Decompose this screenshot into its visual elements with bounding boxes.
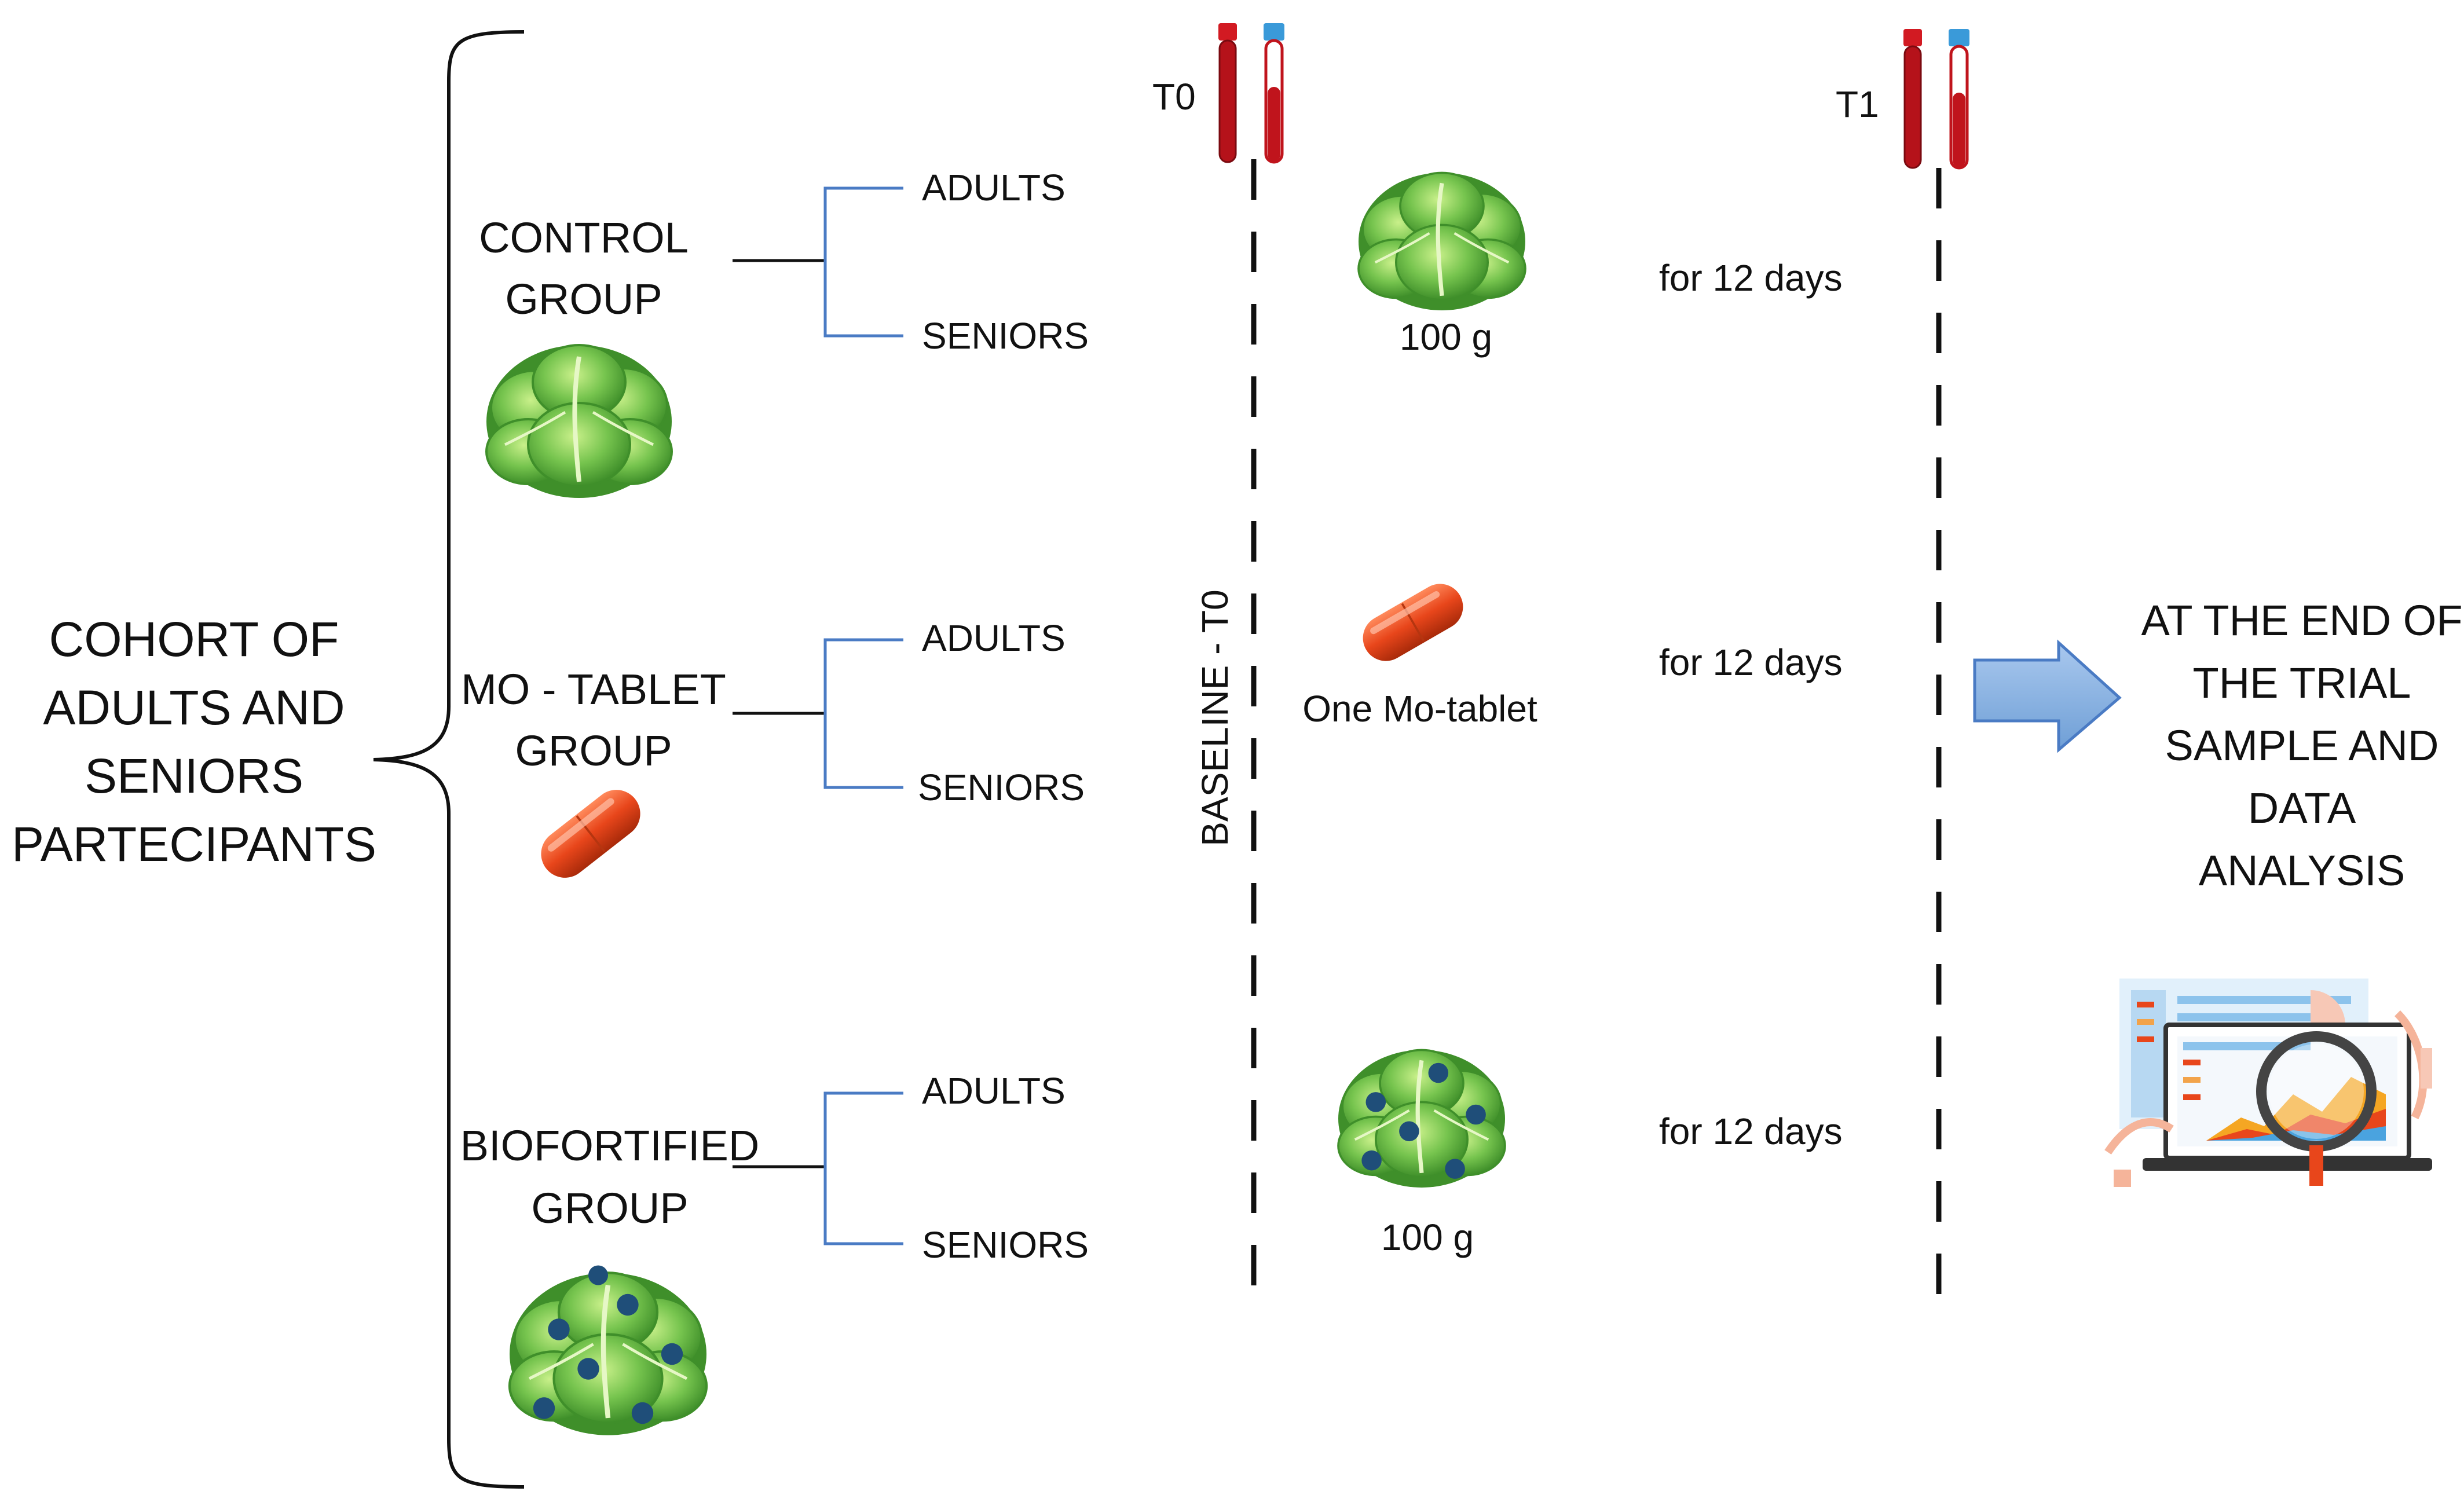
data-analysis-icon <box>2104 979 2432 1187</box>
lettuce-icon <box>486 345 672 498</box>
duration-biofortified: for 12 days <box>1659 1111 1843 1152</box>
group-title-mo-line-1: MO - TABLET <box>461 665 726 713</box>
branch-bio-seniors: SENIORS <box>922 1224 1089 1266</box>
duration-control: for 12 days <box>1659 257 1843 299</box>
branch-bio <box>823 1091 903 1245</box>
group-title-bio-line-1: BIOFORTIFIED <box>460 1122 760 1170</box>
branch-mo-seniors: SENIORS <box>918 767 1085 808</box>
biofortified-lettuce-icon <box>510 1265 706 1435</box>
duration-mo-tablet: for 12 days <box>1659 642 1843 683</box>
blood-tubes-t1 <box>1902 29 1969 168</box>
arrow-icon <box>1973 639 2122 753</box>
cohort-brace <box>373 30 525 1489</box>
group-title-control: CONTROL GROUP <box>479 207 689 330</box>
baseline-label: BASELINE - T0 <box>1194 589 1236 847</box>
dose-biofortified: 100 g <box>1381 1216 1474 1258</box>
outcome-line-4: DATA <box>2247 784 2356 832</box>
cohort-line-1: COHORT OF <box>49 612 339 666</box>
capsule-icon <box>530 779 651 889</box>
outcome-label: AT THE END OF THE TRIAL SAMPLE AND DATA … <box>2141 589 2462 902</box>
blood-tubes-t0 <box>1217 23 1284 162</box>
branch-bio-adults: ADULTS <box>922 1070 1066 1112</box>
group-title-biofortified: BIOFORTIFIED GROUP <box>460 1115 760 1240</box>
treatment-biofortified-icon <box>1338 1050 1505 1188</box>
group-title-bio-line-2: GROUP <box>531 1184 689 1232</box>
cohort-line-4: PARTECIPANTS <box>11 817 377 871</box>
treatment-capsule-icon <box>1353 574 1473 670</box>
branch-mo-adults: ADULTS <box>922 617 1066 659</box>
t1-label: T1 <box>1836 83 1879 125</box>
treatment-lettuce-icon <box>1359 173 1525 310</box>
outcome-line-1: AT THE END OF <box>2141 596 2463 644</box>
cohort-label: COHORT OF ADULTS AND SENIORS PARTECIPANT… <box>12 605 376 878</box>
group-title-control-line-2: GROUP <box>505 275 662 323</box>
branch-control-seniors: SENIORS <box>922 315 1089 357</box>
t0-label: T0 <box>1152 76 1196 118</box>
group-title-control-line-1: CONTROL <box>479 214 689 262</box>
outcome-line-3: SAMPLE AND <box>2165 721 2439 770</box>
branch-control <box>823 186 903 338</box>
cohort-line-3: SENIORS <box>84 749 304 803</box>
group-title-mo-line-2: GROUP <box>515 727 672 775</box>
branch-mo <box>823 638 903 789</box>
branch-control-adults: ADULTS <box>922 167 1066 208</box>
group-title-mo-tablet: MO - TABLET GROUP <box>461 659 726 782</box>
dose-control: 100 g <box>1399 316 1493 358</box>
outcome-line-5: ANALYSIS <box>2198 847 2406 895</box>
cohort-line-2: ADULTS AND <box>43 680 345 735</box>
dose-mo-tablet: One Mo-tablet <box>1302 688 1537 730</box>
outcome-line-2: THE TRIAL <box>2192 659 2411 707</box>
